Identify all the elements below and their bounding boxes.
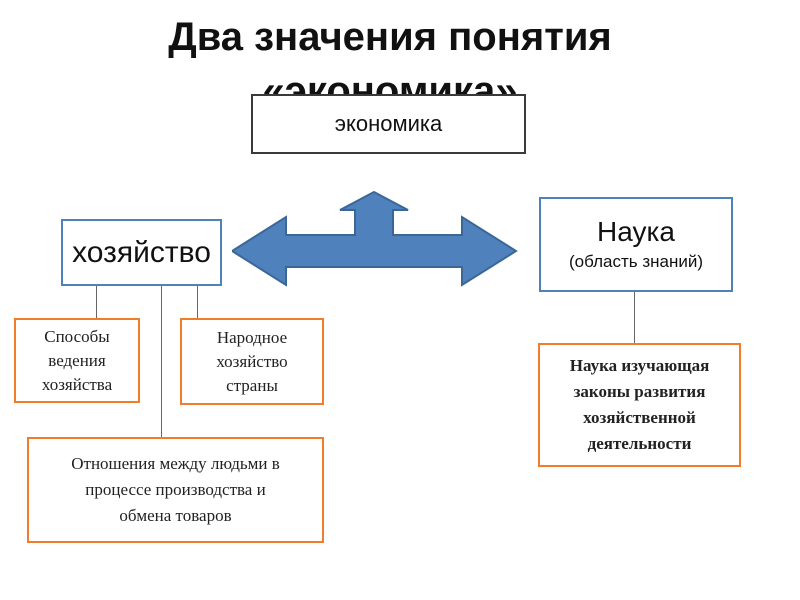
narodnoe-line-2: хозяйство	[216, 351, 288, 371]
nauka-box: Наука (область знаний)	[539, 197, 733, 292]
economika-label: экономика	[334, 111, 443, 136]
sposoby-box: Способы ведения хозяйства	[14, 318, 140, 403]
hozyaystvo-label: хозяйство	[72, 235, 211, 269]
otnosheniya-line-3: обмена товаров	[119, 506, 232, 525]
economika-box: экономика	[251, 94, 526, 154]
nauka-study-line-4: деятельности	[587, 434, 692, 453]
connector-nauka-study	[634, 292, 635, 343]
narodnoe-box: Народное хозяйство страны	[180, 318, 324, 405]
connector-otnosheniya	[161, 286, 162, 437]
nauka-label: Наука	[597, 215, 675, 247]
title-line-1: Два значения понятия	[168, 15, 612, 59]
page-title: Два значения понятия «экономика»	[80, 10, 700, 118]
connector-narodnoe	[197, 286, 198, 318]
double-arrow-icon	[232, 190, 518, 287]
nauka-study-box: Наука изучающая законы развития хозяйств…	[538, 343, 741, 467]
nauka-study-line-2: законы развития	[573, 382, 706, 401]
connector-sposoby	[96, 286, 97, 318]
otnosheniya-line-2: процессе производства и	[85, 480, 266, 499]
otnosheniya-line-1: Отношения между людьми в	[71, 454, 280, 473]
narodnoe-line-1: Народное	[216, 327, 288, 347]
sposoby-line-1: Способы	[44, 326, 110, 346]
arrow-shape	[232, 190, 518, 287]
sposoby-line-3: хозяйства	[41, 374, 113, 394]
sposoby-line-2: ведения	[48, 350, 106, 370]
nauka-study-line-1: Наука изучающая	[569, 356, 710, 375]
otnosheniya-box: Отношения между людьми в процессе произв…	[27, 437, 324, 543]
nauka-sublabel: (область знаний)	[568, 251, 703, 271]
nauka-study-line-3: хозяйственной	[583, 408, 696, 427]
hozyaystvo-box: хозяйство	[61, 219, 222, 286]
narodnoe-line-3: страны	[226, 375, 278, 395]
